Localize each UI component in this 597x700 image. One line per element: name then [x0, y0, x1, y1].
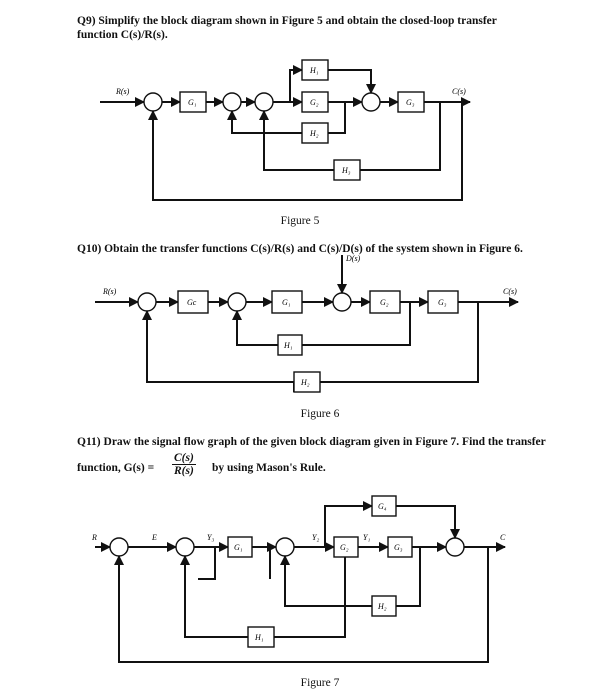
fig6-disturbance-label: D(s): [345, 254, 361, 263]
fig5-g2-label: G₂: [310, 98, 319, 107]
fig6-h1-label: H₁: [283, 341, 293, 350]
fig5-summing-junction-2: [222, 92, 242, 112]
fig6-g1-label: G₁: [282, 298, 291, 307]
q9-line1: Q9) Simplify the block diagram shown in …: [77, 15, 497, 27]
fig7-h2-label: H₂: [377, 602, 387, 611]
fig7-g1-label: G₁: [234, 543, 243, 552]
fig6-g3-label: G₃: [438, 298, 447, 307]
fig6-gc-label: Gc: [187, 298, 197, 307]
fig7-summing-junction-4: [445, 537, 465, 557]
fig7-block-g4: [371, 495, 397, 517]
fig6-block-g2: [369, 290, 401, 314]
fig6-block-g1: [271, 290, 303, 314]
fig5-block-h3: [333, 159, 361, 181]
fig5-g1-label: G₁: [188, 98, 197, 107]
fig5-output-label: C(s): [452, 87, 466, 96]
fig6-block-gc: [177, 290, 209, 314]
fig5-block-g2: [301, 91, 329, 113]
q9-line2: function C(s)/R(s).: [77, 29, 168, 41]
fig5-block-g1: [179, 91, 207, 113]
fig7-y3-label: Y₃: [207, 533, 214, 542]
fig6-h2-label: H₂: [300, 378, 310, 387]
fig7-block-g2: [333, 536, 359, 558]
fig6-g2-label: G₂: [380, 298, 389, 307]
figure5-caption: Figure 5: [280, 215, 320, 227]
q9-text: Q9) Simplify the block diagram shown in …: [77, 14, 497, 42]
fig7-g2-label: G₂: [340, 543, 349, 552]
fig5-summing-junction-3: [254, 92, 274, 112]
fig5-g3-label: G₃: [406, 98, 415, 107]
fig7-g4-label: G₄: [378, 502, 387, 511]
figure6-diagram: R(s) C(s) D(s) Gc G₁ G₂ G₃ H₁ H₂: [95, 254, 519, 393]
q11-numerator: C(s): [172, 452, 196, 465]
fig7-summing-junction-3: [275, 537, 295, 557]
figure7-caption: Figure 7: [300, 677, 340, 689]
q11-fraction: C(s) R(s): [172, 452, 196, 477]
fig6-input-label: R(s): [102, 287, 117, 296]
fig6-summing-junction-1: [137, 292, 157, 312]
fig5-summing-junction-4: [361, 92, 381, 112]
fig5-summing-junction-1: [143, 92, 163, 112]
fig7-summing-junction-2: [175, 537, 195, 557]
fig7-block-h1: [247, 626, 275, 648]
fig7-h1-label: H₁: [254, 633, 264, 642]
fig7-block-g3: [387, 536, 413, 558]
fig6-block-h2: [293, 371, 321, 393]
fig7-g3-label: G₃: [394, 543, 403, 552]
figure5-diagram: R(s) C(s) G₁ G₂ G₃ H₁ H₂ H₃: [100, 59, 471, 201]
fig7-e-label: E: [151, 533, 157, 542]
fig7-summing-junction-1: [109, 537, 129, 557]
figure7-diagram: R C E Y₃ Y₂ Y₁ G₁ G₂ G₃ G₄ H₁ H₂: [91, 495, 506, 663]
fig7-y2-label: Y₂: [312, 533, 319, 542]
fig7-input-label: R: [91, 533, 97, 542]
q11-denominator: R(s): [174, 465, 194, 477]
fig6-summing-junction-3: [332, 292, 352, 312]
q11-line1: Q11) Draw the signal flow graph of the g…: [77, 436, 546, 448]
q10-text: Q10) Obtain the transfer functions C(s)/…: [77, 243, 523, 255]
fig7-block-g1: [227, 536, 253, 558]
fig5-block-h2: [301, 122, 329, 144]
q11-prefix: function, G(s) =: [77, 462, 155, 474]
fig6-block-h1: [277, 334, 303, 356]
fig6-block-g3: [427, 290, 459, 314]
q11-suffix: by using Mason's Rule.: [212, 462, 326, 474]
fig7-y1-label: Y₁: [363, 533, 370, 542]
fig7-block-h2: [371, 595, 397, 617]
fig5-h3-label: H₃: [341, 166, 351, 175]
fig6-summing-junction-2: [227, 292, 247, 312]
fig5-h2-label: H₂: [309, 129, 319, 138]
fig5-h1-label: H₁: [309, 66, 319, 75]
fig5-block-g3: [397, 91, 425, 113]
fig6-output-label: C(s): [503, 287, 517, 296]
fig7-output-label: C: [500, 533, 506, 542]
figure6-caption: Figure 6: [300, 408, 340, 420]
fig5-input-label: R(s): [115, 87, 130, 96]
fig5-block-h1: [301, 59, 329, 81]
